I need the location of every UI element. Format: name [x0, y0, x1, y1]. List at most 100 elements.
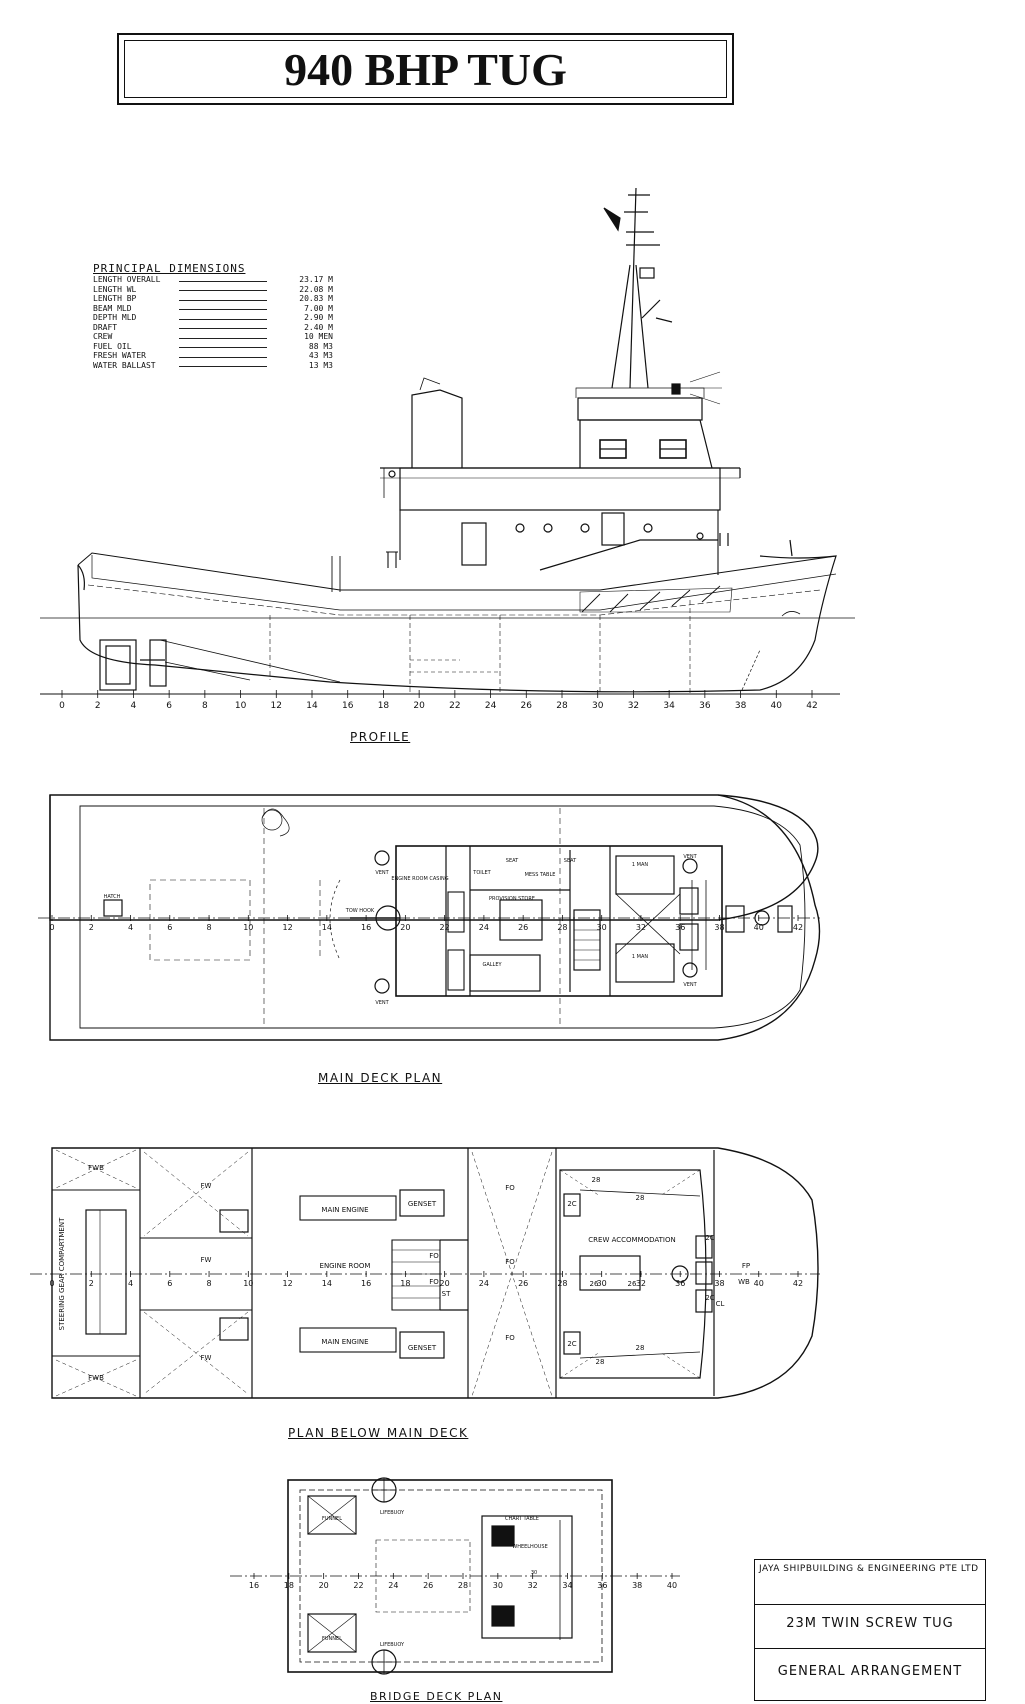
- frame-number: 36: [675, 923, 685, 932]
- dimension-label: FRESH WATER: [93, 351, 146, 360]
- title-block-divider: [755, 1648, 985, 1649]
- frame-number: 16: [342, 701, 354, 711]
- frame-number: 40: [754, 1279, 764, 1288]
- vessel-name: 23M TWIN SCREW TUG: [786, 1616, 954, 1631]
- main-deck-view: [38, 794, 821, 1041]
- plan-label: GALLEY: [482, 962, 502, 968]
- plan-label: TOILET: [472, 870, 491, 876]
- plan-label: ENGINE ROOM CASING: [391, 876, 448, 882]
- frame-number: 18: [400, 1279, 410, 1288]
- plan-label: 2C: [567, 1340, 576, 1348]
- plan-label: FO: [505, 1334, 515, 1342]
- frame-number: 22: [353, 1581, 363, 1590]
- profile-view: [40, 187, 855, 695]
- company-name: JAYA SHIPBUILDING & ENGINEERING PTE LTD: [759, 1564, 979, 1574]
- plan-label: VENT: [683, 982, 697, 988]
- leader-line: [179, 323, 267, 329]
- frame-number: 38: [714, 1279, 724, 1288]
- frame-number: 20: [440, 1279, 450, 1288]
- frame-number: 18: [284, 1581, 294, 1590]
- frame-number: 20: [413, 701, 425, 711]
- dimension-row: DEPTH MLD 2.90 M: [93, 313, 333, 323]
- frame-number: 40: [667, 1581, 677, 1590]
- frame-number: 4: [131, 701, 137, 711]
- frame-number: 12: [282, 923, 292, 932]
- frame-number: 36: [675, 1279, 685, 1288]
- frame-number: 40: [754, 923, 764, 932]
- frame-number: 14: [306, 701, 318, 711]
- frame-number: 20: [400, 923, 410, 932]
- frame-number: 16: [361, 923, 371, 932]
- dimension-label: FUEL OIL: [93, 341, 132, 351]
- plan-label: GENSET: [408, 1200, 437, 1208]
- plan-label: VENT: [375, 1000, 389, 1006]
- frame-number: 24: [485, 701, 497, 711]
- frame-number: 26: [518, 923, 528, 932]
- frame-number: 28: [557, 923, 567, 932]
- plan-label: WB: [738, 1278, 750, 1286]
- dimension-label: DEPTH MLD: [93, 313, 137, 322]
- frame-number: 34: [562, 1581, 572, 1590]
- plan-label: MESS TABLE: [525, 872, 556, 878]
- plan-label: FW: [201, 1354, 212, 1362]
- frame-number: 26: [521, 701, 533, 711]
- plan-label: CL: [716, 1300, 725, 1308]
- plan-label: CREW ACCOMMODATION: [588, 1236, 675, 1244]
- frame-number: 10: [235, 701, 247, 711]
- plan-label: 28: [596, 1358, 605, 1366]
- dimension-value: 2.90 M: [304, 313, 333, 322]
- frame-number: 30: [592, 701, 604, 711]
- frame-number: 38: [632, 1581, 642, 1590]
- bridge-deck-caption: BRIDGE DECK PLAN: [370, 1690, 503, 1703]
- title-block: JAYA SHIPBUILDING & ENGINEERING PTE LTD …: [754, 1559, 986, 1701]
- dimension-label: BEAM MLD: [93, 303, 132, 313]
- leader-line: [179, 351, 267, 358]
- plan-label: MAIN ENGINE: [321, 1206, 368, 1214]
- frame-number: 12: [271, 701, 282, 711]
- below-deck-view: [30, 1147, 820, 1399]
- frame-number: 30: [597, 1279, 607, 1288]
- dimension-value: 23.17 M: [299, 275, 333, 284]
- leader-line: [179, 304, 267, 310]
- frame-number: 4: [128, 1279, 133, 1288]
- leader-line: [179, 313, 267, 320]
- plan-label: STEERING GEAR COMPARTMENT: [58, 1217, 66, 1330]
- plan-label: PROVISION STORE: [489, 896, 535, 902]
- title-block-divider: [755, 1604, 985, 1605]
- plan-label: VENT: [683, 854, 697, 860]
- leader-line: [179, 342, 267, 348]
- plan-label: FW: [201, 1182, 212, 1190]
- frame-number: 2: [89, 923, 94, 932]
- plan-label: 1 MAN: [632, 954, 649, 960]
- frame-number: 24: [479, 1279, 489, 1288]
- frame-number: 14: [322, 1279, 332, 1288]
- frame-number: 34: [663, 701, 675, 711]
- frame-number: 22: [440, 923, 450, 932]
- frame-number: 38: [714, 923, 724, 932]
- below-deck-caption: PLAN BELOW MAIN DECK: [288, 1426, 469, 1440]
- frame-number: 6: [167, 1279, 172, 1288]
- frame-number: 2: [89, 1279, 94, 1288]
- frame-number: 10: [243, 1279, 253, 1288]
- frame-number: 10: [243, 923, 253, 932]
- plan-label: FWB: [88, 1164, 104, 1172]
- frame-number: 26: [423, 1581, 433, 1590]
- frame-number: 38: [735, 701, 747, 711]
- leader-line: [179, 361, 267, 367]
- frame-number: 0: [49, 1279, 54, 1288]
- leader-line: [179, 294, 267, 301]
- title-box: 940 BHP TUG: [117, 33, 734, 105]
- frame-number: 16: [249, 1581, 259, 1590]
- main-deck-caption: MAIN DECK PLAN: [318, 1071, 443, 1085]
- frame-number: 30: [493, 1581, 503, 1590]
